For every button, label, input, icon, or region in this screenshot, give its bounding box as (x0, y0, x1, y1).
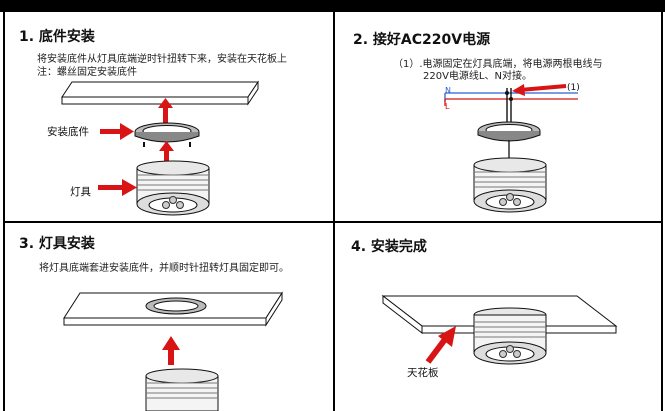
step1-ceiling-board (61, 80, 259, 106)
step4-title: 4. 安装完成 (351, 239, 427, 255)
step4-lamp (473, 307, 547, 365)
step3-title: 3. 灯具安装 (19, 236, 95, 252)
step2-desc-line2: 220V电源线L、N对接。 (423, 71, 532, 82)
step2-desc-line1: （1）.电源固定在灯具底端，将电源两根电线与 (393, 59, 603, 70)
step1-panel: 1. 底件安装 将安装底件从灯具底端逆时针扭转下来，安装在天花板上 注：螺丝固定… (5, 12, 333, 221)
step1-lamp (136, 160, 210, 216)
step1-arrow-up-board (158, 98, 173, 124)
step3-mounting-base (145, 297, 207, 315)
step4-label-ceiling: 天花板 (407, 367, 439, 379)
step1-arrow-to-base (100, 123, 134, 140)
step2-wires (444, 88, 578, 126)
frame-center (333, 12, 335, 411)
step4-arrow-to-ceiling (425, 326, 456, 364)
frame-right (661, 12, 663, 411)
step1-title: 1. 底件安装 (19, 29, 95, 45)
step1-desc-line1: 将安装底件从灯具底端逆时针扭转下来，安装在天花板上 (37, 54, 287, 65)
top-bar (0, 0, 665, 12)
step1-desc-line2: 注：螺丝固定安装底件 (37, 67, 137, 78)
step2-wire-n-label: N (445, 86, 451, 95)
frame-middle (3, 221, 663, 223)
step4-panel: 4. 安装完成 天花板 (335, 223, 661, 411)
step3-desc-line1: 将灯具底端套进安装底件，并顺时针扭转灯具固定即可。 (39, 263, 289, 274)
step3-panel: 3. 灯具安装 将灯具底端套进安装底件，并顺时针扭转灯具固定即可。 (5, 223, 333, 411)
step1-arrow-to-lamp (98, 179, 137, 196)
frame-left (3, 12, 5, 411)
step3-lamp (145, 368, 219, 411)
step2-lamp (473, 157, 547, 213)
step1-mounting-base (134, 122, 200, 147)
step2-marker: (1) (567, 83, 580, 93)
step2-title: 2. 接好AC220V电源 (353, 32, 491, 48)
step1-arrow-up-base (159, 141, 174, 162)
step4-ceiling-board (381, 294, 618, 335)
step1-label-base: 安装底件 (47, 126, 89, 138)
step2-wire-l-label: L (445, 102, 450, 111)
step1-label-lamp: 灯具 (70, 186, 91, 198)
step2-panel: 2. 接好AC220V电源 （1）.电源固定在灯具底端，将电源两根电线与 220… (335, 12, 661, 221)
step2-marker-arrow (512, 84, 567, 96)
step3-arrow-up (162, 336, 180, 365)
